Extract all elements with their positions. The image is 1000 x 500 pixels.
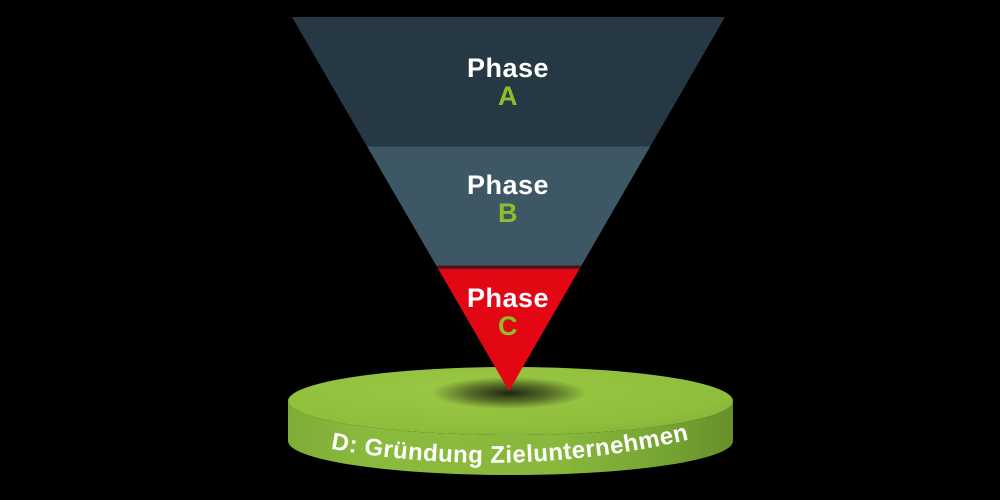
funnel-segment-a [292, 17, 725, 147]
phase-a-letter: A [498, 81, 518, 111]
phase-b-label: Phase [467, 170, 549, 200]
phase-c-letter: C [498, 311, 518, 341]
tip-shadow [431, 377, 587, 409]
segment-divider [436, 265, 582, 269]
base-cylinder-side [288, 401, 733, 475]
funnel-segment-c [436, 265, 582, 391]
phase-b-letter: B [498, 198, 518, 228]
phase-a-label: Phase [467, 53, 549, 83]
funnel-segment-b [367, 146, 651, 266]
phase-c-label: Phase [467, 283, 549, 313]
